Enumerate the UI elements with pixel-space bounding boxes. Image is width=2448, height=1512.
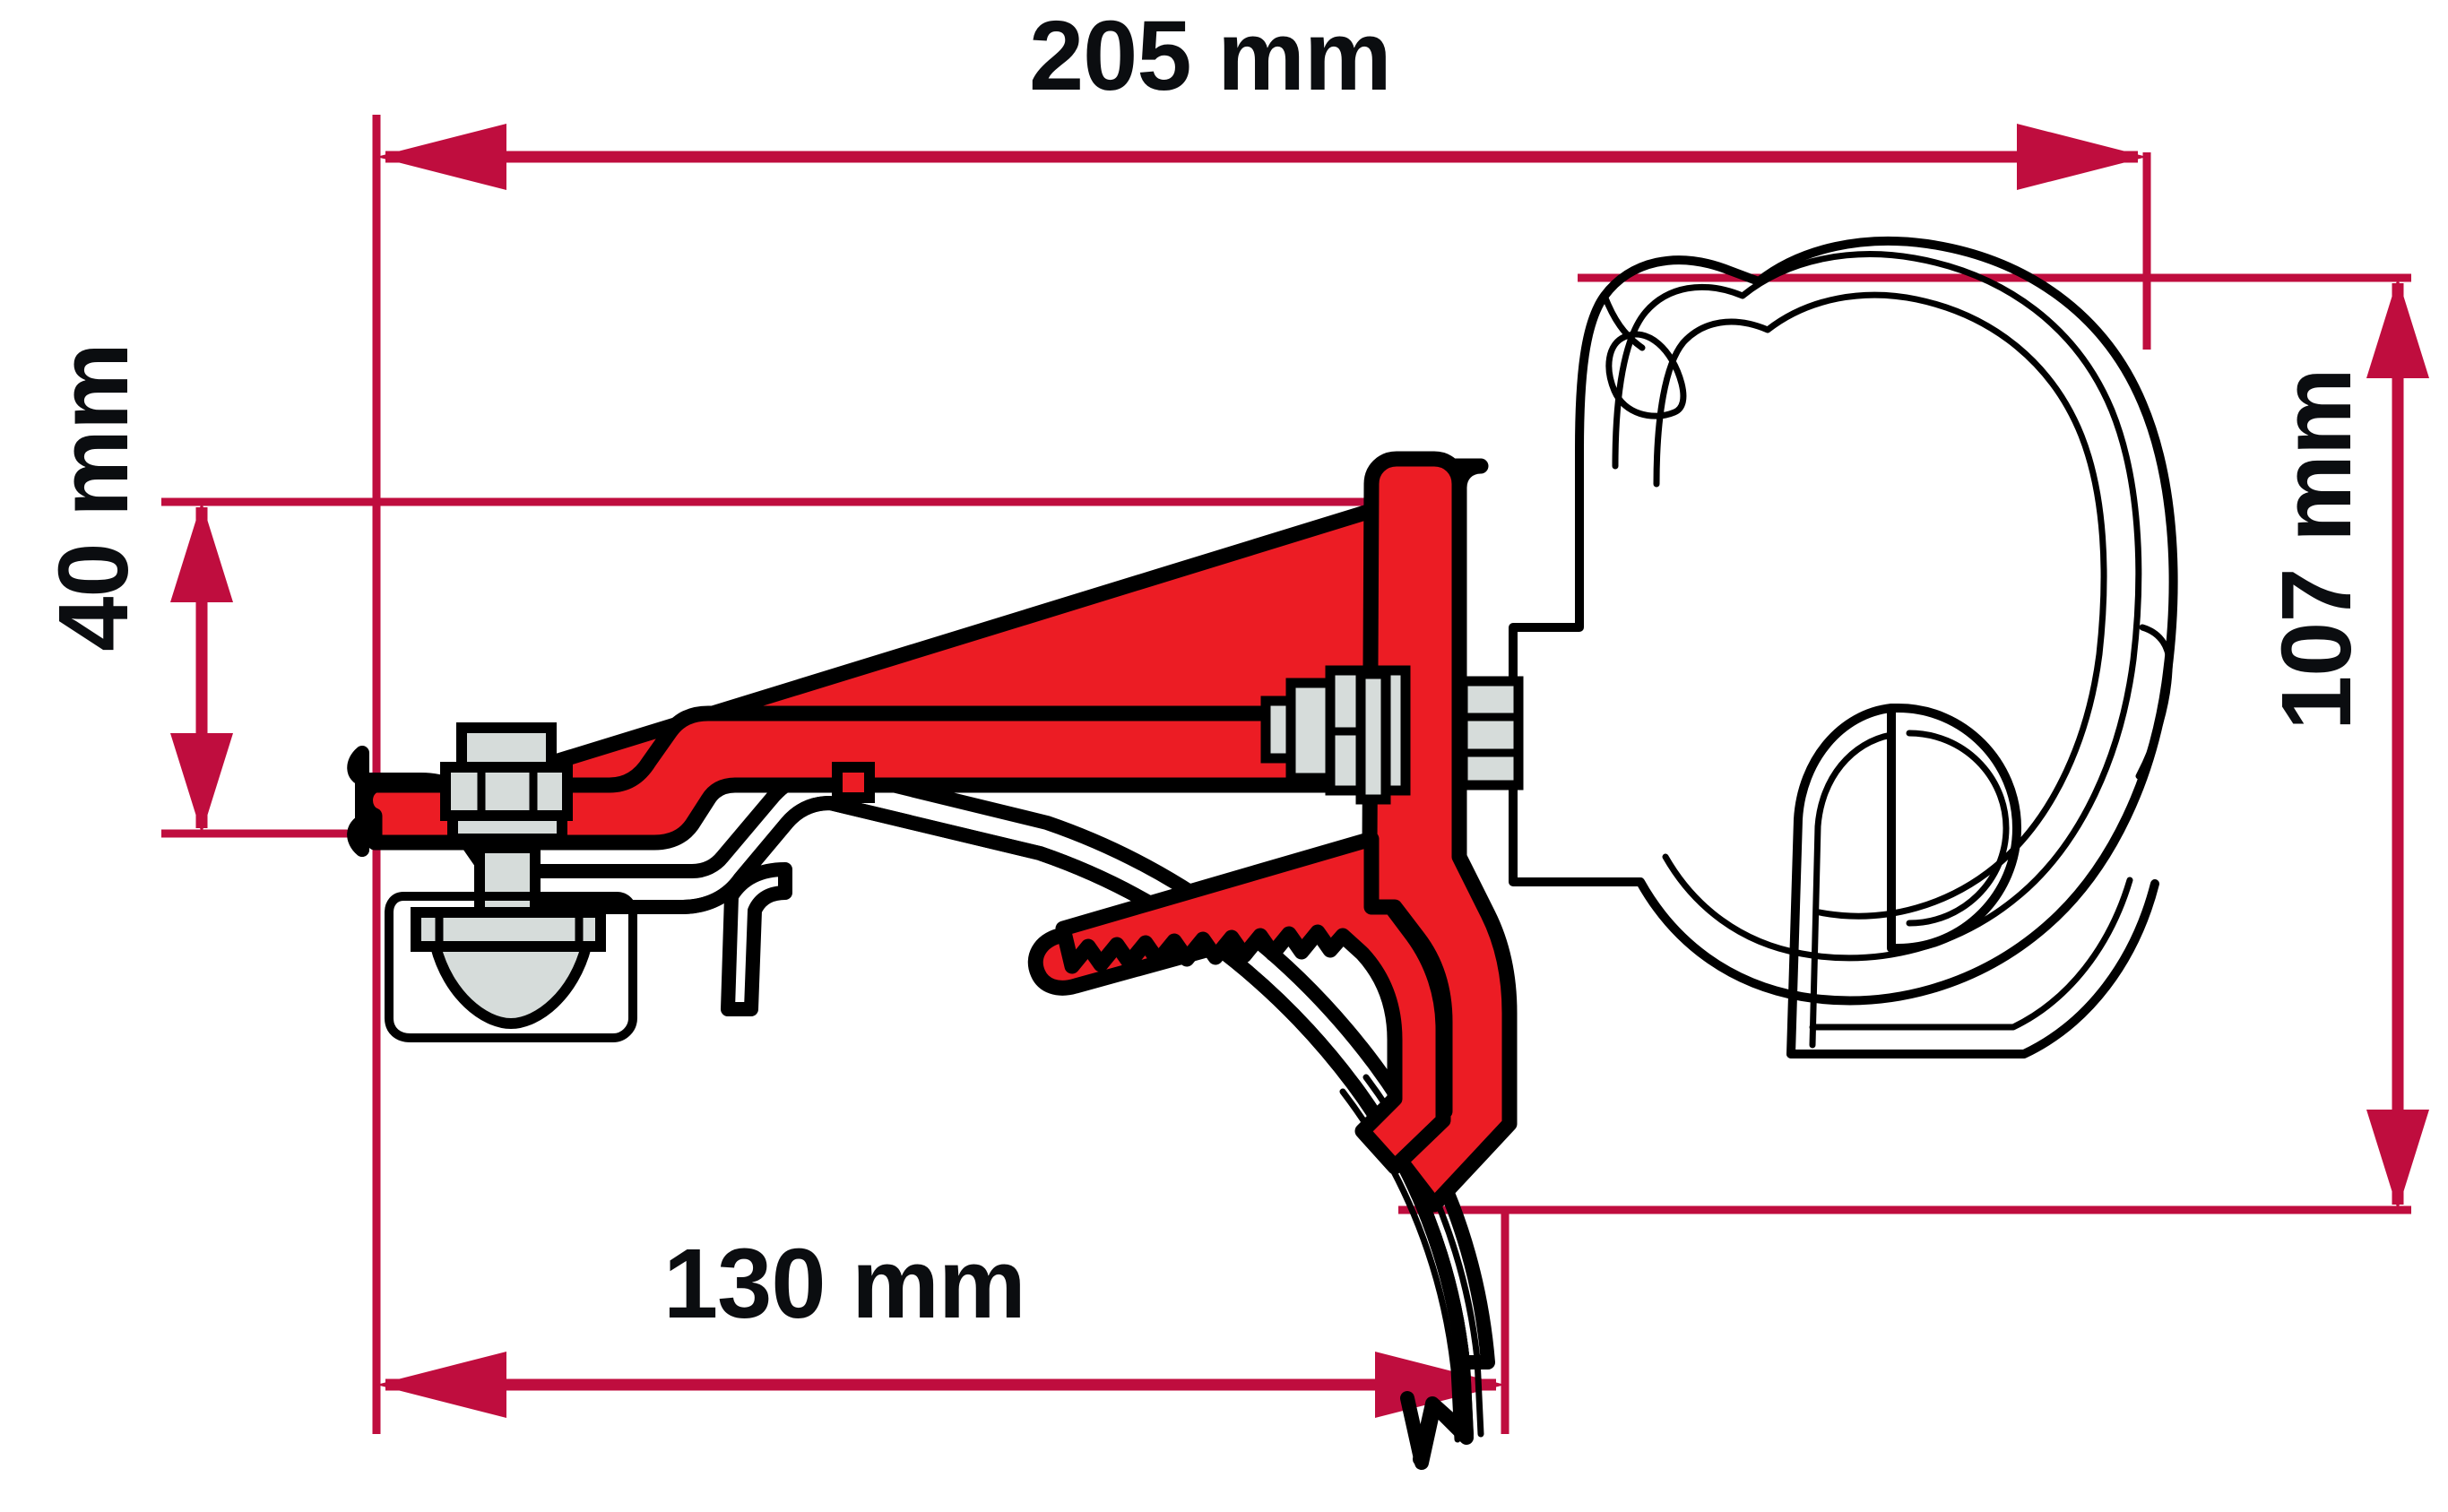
arrowhead-107-bottom (2366, 1110, 2429, 1210)
adapter-bracket-strut (1055, 831, 1451, 1175)
hex-bolt-nut-right (1260, 665, 1524, 805)
extension-lines (161, 115, 2411, 1434)
awning-case-hook-detail (1605, 331, 1687, 419)
awning-roller-outer (1887, 704, 2021, 953)
vehicle-body-fin (721, 862, 792, 1016)
awning-case-top-notch (1601, 292, 1646, 351)
channel-cavity-outline (385, 892, 637, 1042)
dimension-107mm (2366, 278, 2429, 1210)
dimension-205mm (376, 124, 2147, 190)
arrowhead-40-top (170, 502, 233, 602)
awning-case-outer-shell (1509, 236, 2178, 1006)
adapter-bracket-lug (832, 762, 875, 803)
awning-roller-arm (1786, 704, 1896, 1058)
arrowhead-205-right (2017, 124, 2147, 190)
awning-case-fabric-contour (1653, 291, 2107, 920)
t-slot-dome-head (428, 941, 593, 1030)
hex-bolt-nut-left (385, 722, 637, 1042)
bolt-right-washer (1355, 669, 1391, 805)
awning-case-front-lip (2135, 624, 2173, 780)
arrowhead-40-bottom (170, 733, 233, 834)
bolt-right-backnut-body (1458, 676, 1524, 791)
arrowhead-107-top (2366, 278, 2429, 378)
dimension-label-107mm: 107 mm (2262, 368, 2372, 730)
dimension-label-40mm: 40 mm (39, 343, 149, 652)
awning-case-bottom-edge-inner (1809, 877, 2133, 1031)
awning-case-outline (1509, 236, 2178, 1058)
bolt-left-washer (447, 810, 567, 844)
awning-case-inner-shell (1612, 251, 2142, 962)
arrowhead-130-left (376, 1352, 506, 1418)
dimension-label-130mm: 130 mm (663, 1229, 1026, 1339)
adapter-bracket (358, 451, 1518, 1213)
awning-case-bottom-edge (1786, 879, 2159, 1058)
arrowhead-205-left (376, 124, 506, 190)
awning-roller-arm-inner (1809, 731, 1895, 1049)
bolt-left-hex-body (440, 762, 573, 821)
dimension-label-205mm: 205 mm (1029, 1, 1392, 111)
dimension-40mm (170, 502, 233, 834)
awning-roller-inner (1906, 730, 2010, 927)
